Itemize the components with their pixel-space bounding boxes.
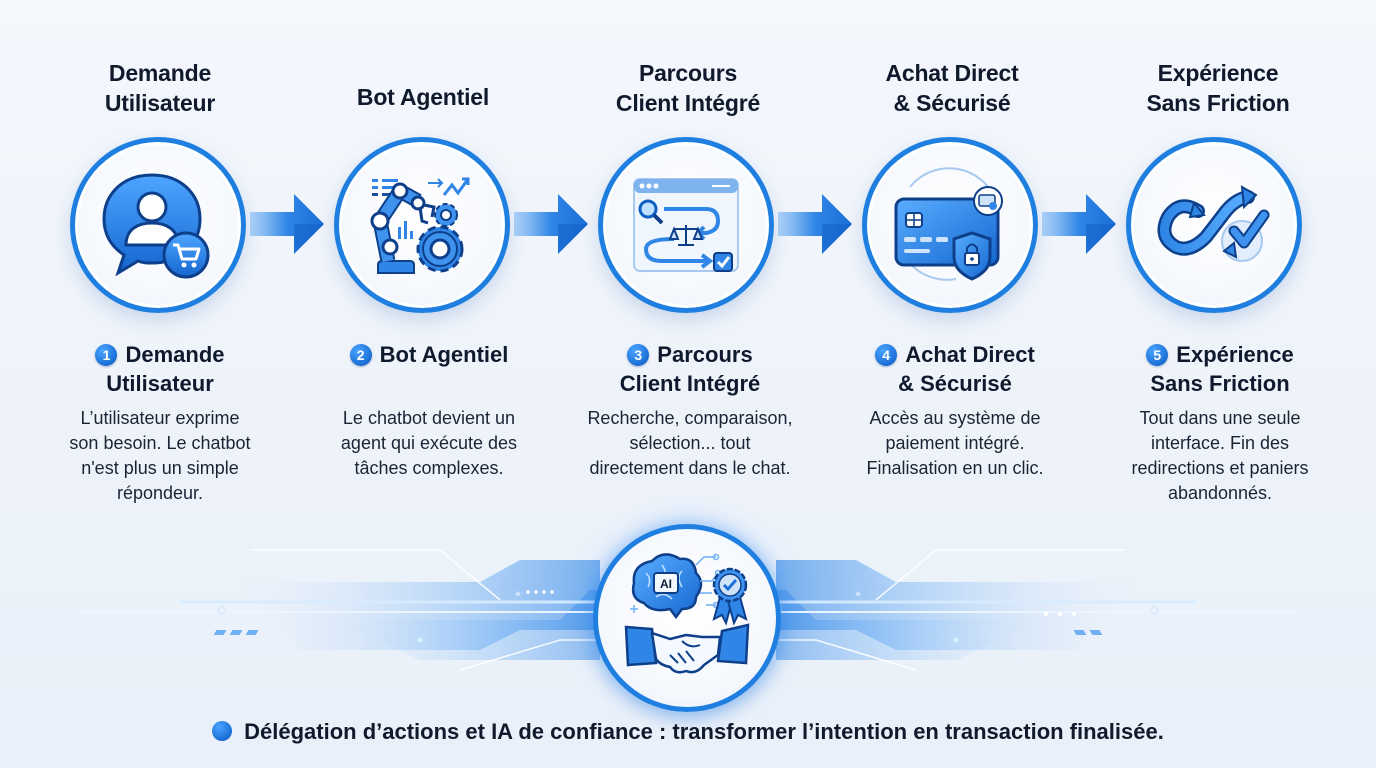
step-number-badge: 5 (1146, 344, 1169, 366)
description-line: redirections et paniers (1131, 458, 1309, 478)
description-line: abandonnés. (1167, 483, 1273, 503)
step-1-card: 1 Demande Utilisateur L’utilisateur expri… (30, 340, 290, 506)
description-line: L’utilisateur exprime (80, 408, 240, 428)
step-2-card: 2 Bot Agentiel Le chatbot devient un agen… (299, 340, 559, 481)
step-1-description: L’utilisateur exprime son besoin. Le cha… (30, 406, 290, 506)
step-2-top-title: Bot Agentiel (303, 82, 543, 112)
step-3-circle (598, 137, 774, 313)
title-line: Parcours (638, 60, 738, 86)
step-number-badge: 3 (627, 344, 650, 366)
description-line: agent qui exécute des (340, 433, 518, 453)
step-2-circle (334, 137, 510, 313)
description-line: Recherche, comparaison, (587, 408, 793, 428)
heading-line: & Sécurisé (898, 371, 1012, 396)
footer-tagline: Délégation d’actions et IA de confiance … (0, 716, 1376, 748)
description-line: tâches complexes. (354, 458, 504, 478)
description-line: Le chatbot devient un (342, 408, 516, 428)
step-5-heading: 5 Expérience Sans Friction (1090, 340, 1350, 398)
description-line: sélection... tout (629, 433, 751, 453)
robot-arm-gears-icon (370, 177, 470, 274)
arrow-right-icon (778, 194, 852, 254)
arrow-right-icon (250, 194, 324, 254)
heading-line: Achat Direct (905, 342, 1035, 367)
title-line: Expérience (1157, 60, 1279, 86)
arrow-2-to-3 (514, 190, 590, 258)
heading-line: Demande (125, 342, 225, 367)
arrow-right-icon (1042, 194, 1116, 254)
browser-journey-icon (633, 178, 739, 272)
title-line: Utilisateur (104, 90, 216, 116)
description-line: directement dans le chat. (589, 458, 791, 478)
description-line: interface. Fin des (1150, 433, 1290, 453)
arrow-1-to-2 (250, 190, 326, 258)
footer-text: Délégation d’actions et IA de confiance … (244, 719, 1164, 744)
center-trust-circle: AI (593, 524, 781, 712)
arrow-3-to-4 (778, 190, 854, 258)
heading-line: Expérience (1176, 342, 1294, 367)
bullet-dot-icon (212, 721, 233, 741)
heading-line: Bot Agentiel (379, 342, 509, 367)
description-line: Accès au système de (869, 408, 1041, 428)
description-line: répondeur. (116, 483, 204, 503)
step-3-card: 3 Parcours Client Intégré Recherche, comp… (560, 340, 820, 481)
step-number-badge: 4 (875, 344, 898, 366)
arrow-4-to-5 (1042, 190, 1118, 258)
step-3-description: Recherche, comparaison, sélection... tou… (560, 406, 820, 481)
ai-brain-handshake-icon: AI (624, 553, 750, 674)
step-number-badge: 2 (349, 344, 372, 366)
heading-line: Utilisateur (106, 371, 214, 396)
description-line: Tout dans une seule (1139, 408, 1301, 428)
title-line: Bot Agentiel (356, 84, 490, 110)
step-1-heading: 1 Demande Utilisateur (30, 340, 290, 398)
title-line: Achat Direct (885, 60, 1019, 86)
step-1-circle (70, 137, 246, 313)
arrow-right-icon (514, 194, 588, 254)
user-chat-cart-icon (102, 173, 210, 279)
step-5-circle (1126, 137, 1302, 313)
step-3-heading: 3 Parcours Client Intégré (560, 340, 820, 398)
step-number-badge: 1 (95, 344, 118, 366)
step-2-description: Le chatbot devient un agent qui exécute … (299, 406, 559, 481)
step-5-top-title: Expérience Sans Friction (1098, 58, 1338, 118)
description-line: paiement intégré. (885, 433, 1025, 453)
step-5-description: Tout dans une seule interface. Fin des r… (1090, 406, 1350, 506)
title-line: Client Intégré (615, 90, 761, 116)
description-line: Finalisation en un clic. (866, 458, 1044, 478)
description-line: son besoin. Le chatbot (69, 433, 251, 453)
ai-label: AI (660, 577, 672, 591)
heading-line: Client Intégré (619, 371, 761, 396)
step-4-heading: 4 Achat Direct & Sécurisé (825, 340, 1085, 398)
step-3-top-title: Parcours Client Intégré (568, 58, 808, 118)
step-4-top-title: Achat Direct & Sécurisé (832, 58, 1072, 118)
description-line: n'est plus un simple (81, 458, 239, 478)
heading-line: Sans Friction (1150, 371, 1290, 396)
step-4-card: 4 Achat Direct & Sécurisé Accès au systèm… (825, 340, 1085, 481)
heading-line: Parcours (657, 342, 753, 367)
credit-card-shield-icon (894, 167, 1003, 281)
step-4-description: Accès au système de paiement intégré. Fi… (825, 406, 1085, 481)
title-line: Demande (108, 60, 212, 86)
title-line: Sans Friction (1146, 90, 1290, 116)
tech-circuit-band (80, 549, 1296, 671)
step-1-top-title: Demande Utilisateur (40, 58, 280, 118)
title-line: & Sécurisé (893, 90, 1011, 116)
step-4-circle (862, 137, 1038, 313)
step-2-heading: 2 Bot Agentiel (299, 340, 559, 369)
infinity-check-icon (1157, 185, 1270, 262)
step-5-card: 5 Expérience Sans Friction Tout dans une … (1090, 340, 1350, 506)
